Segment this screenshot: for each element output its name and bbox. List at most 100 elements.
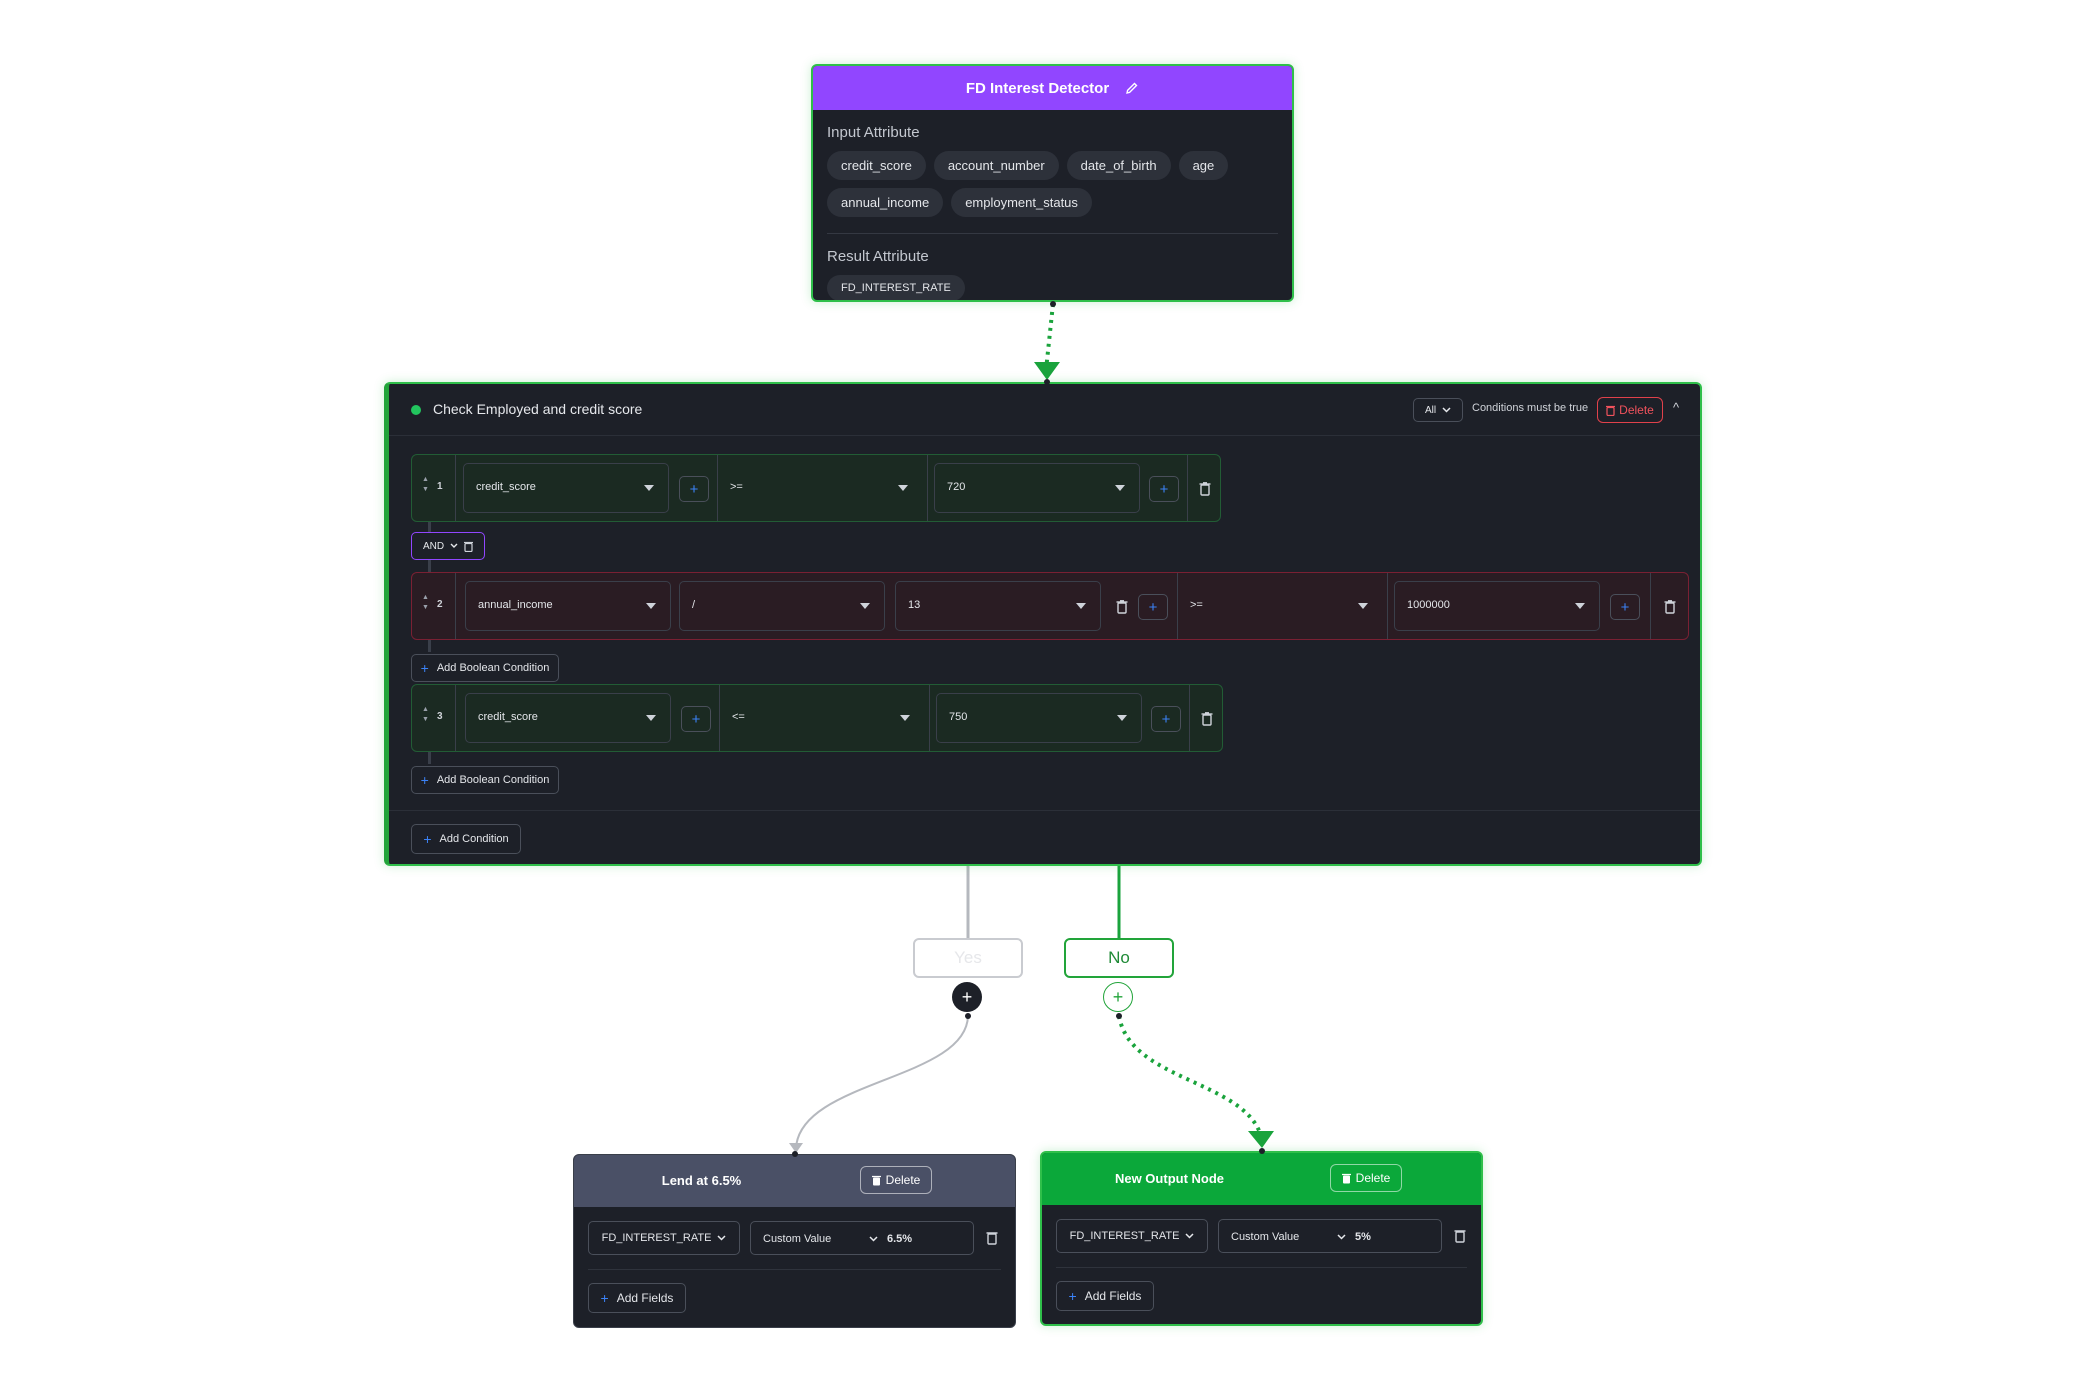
condition-row: ▲▼3 credit_score + <= 750 + (411, 684, 1223, 752)
result-attribute-label: Result Attribute (827, 248, 929, 265)
pencil-icon[interactable] (1125, 81, 1139, 95)
value-select[interactable]: 1000000 (1394, 581, 1600, 631)
caret-down-icon (860, 603, 870, 609)
field-select[interactable]: credit_score (465, 693, 671, 743)
caret-down-icon (1117, 715, 1127, 721)
output-handle[interactable] (965, 1013, 971, 1019)
custom-value[interactable]: 6.5% (887, 1233, 913, 1245)
edge-yes-to-output (795, 1014, 969, 1149)
add-math-button[interactable]: + (1149, 476, 1179, 502)
add-math-button[interactable]: + (1151, 706, 1181, 732)
delete-label: Delete (1619, 403, 1654, 417)
add-node-no-button[interactable]: + (1103, 982, 1133, 1012)
add-boolean-condition-button[interactable]: + Add Boolean Condition (411, 766, 559, 794)
value-type[interactable]: Custom Value (1231, 1231, 1300, 1243)
output-title: New Output Node (1114, 1171, 1225, 1186)
reorder-icon[interactable]: ▲▼ (422, 594, 429, 611)
input-chip: age (1178, 151, 1229, 180)
chevron-up-icon[interactable]: ^ (1673, 400, 1680, 415)
input-chip: credit_score (827, 151, 926, 180)
chevron-down-icon (450, 543, 458, 548)
edge-no-arrow (1248, 1131, 1274, 1148)
input-chip-list: credit_score account_number date_of_birt… (827, 151, 1278, 217)
add-fields-button[interactable]: + Add Fields (1056, 1281, 1154, 1311)
condition-node[interactable]: Check Employed and credit score All Cond… (384, 382, 1702, 866)
add-math-button[interactable]: + (679, 476, 709, 502)
segment-divider (1650, 573, 1651, 639)
trash-icon[interactable] (1116, 600, 1128, 614)
caret-down-icon (646, 603, 656, 609)
plus-icon: + (1068, 1288, 1077, 1304)
add-math-button[interactable]: + (1138, 594, 1168, 620)
output-value-field[interactable]: Custom Value 5% (1218, 1219, 1442, 1253)
segment-divider (1187, 455, 1188, 521)
value-type[interactable]: Custom Value (763, 1233, 832, 1245)
condition-header: Check Employed and credit score All Cond… (389, 384, 1700, 436)
detector-node[interactable]: FD Interest Detector Input Attribute cre… (811, 64, 1294, 302)
input-handle[interactable] (792, 1151, 798, 1157)
field-select[interactable]: credit_score (463, 463, 669, 513)
delete-condition-button[interactable]: Delete (1597, 397, 1663, 423)
math-value-select[interactable]: 13 (895, 581, 1101, 631)
input-handle[interactable] (1259, 1148, 1265, 1154)
plus-icon: + (600, 1290, 609, 1306)
output-handle[interactable] (1116, 1013, 1122, 1019)
trash-icon[interactable] (1199, 482, 1211, 496)
reorder-icon[interactable]: ▲▼ (422, 706, 429, 723)
output-value-field[interactable]: Custom Value 6.5% (750, 1221, 974, 1255)
add-condition-button[interactable]: + Add Condition (411, 824, 521, 854)
operator-select[interactable]: <= (719, 693, 925, 743)
operator-select[interactable]: >= (717, 463, 923, 513)
match-select[interactable]: All (1413, 398, 1463, 422)
trash-icon[interactable] (1664, 600, 1676, 614)
no-branch-label[interactable]: No (1064, 938, 1174, 978)
delete-output-button[interactable]: Delete (1330, 1164, 1402, 1192)
custom-value[interactable]: 5% (1355, 1231, 1371, 1243)
row-index: ▲▼2 (412, 573, 456, 639)
operator-select[interactable]: >= (1177, 581, 1383, 631)
trash-icon (871, 1175, 881, 1185)
match-text: Conditions must be true (1472, 402, 1589, 414)
condition-row: ▲▼1 credit_score + >= 720 + (411, 454, 1221, 522)
output-field-select[interactable]: FD_INTEREST_RATE (588, 1221, 740, 1255)
output-handle[interactable] (1050, 301, 1056, 307)
yes-branch-label[interactable]: Yes (913, 938, 1023, 978)
segment-divider (929, 685, 930, 751)
trash-icon[interactable] (1454, 1229, 1466, 1243)
add-fields-button[interactable]: + Add Fields (588, 1283, 686, 1313)
value-select[interactable]: 750 (936, 693, 1142, 743)
output-node[interactable]: Lend at 6.5% Delete FD_INTEREST_RATE Cus… (573, 1154, 1016, 1328)
segment-divider (1387, 573, 1388, 639)
segment-divider (719, 685, 720, 751)
add-node-yes-button[interactable]: + (952, 982, 982, 1012)
status-dot (411, 405, 421, 415)
add-boolean-condition-button[interactable]: + Add Boolean Condition (411, 654, 559, 682)
edge-no-to-output (1117, 1015, 1262, 1134)
caret-down-icon (1115, 485, 1125, 491)
logic-connector-value: AND (422, 540, 445, 552)
reorder-icon[interactable]: ▲▼ (422, 476, 429, 493)
chevron-down-icon (1185, 1233, 1194, 1239)
trash-icon (1341, 1173, 1351, 1183)
add-condition-label: Add Condition (439, 833, 509, 845)
logic-connector-select[interactable]: AND (411, 532, 485, 560)
trash-icon[interactable] (1201, 712, 1213, 726)
field-select[interactable]: annual_income (465, 581, 671, 631)
value-select[interactable]: 720 (934, 463, 1140, 513)
add-math-button[interactable]: + (681, 706, 711, 732)
add-fields-label: Add Fields (1084, 1289, 1142, 1303)
trash-icon[interactable] (986, 1231, 998, 1245)
chevron-down-icon (717, 1235, 726, 1241)
delete-label: Delete (1355, 1171, 1391, 1185)
input-handle[interactable] (1044, 379, 1050, 385)
plus-icon: + (420, 772, 429, 788)
math-operator-select[interactable]: / (679, 581, 885, 631)
output-node[interactable]: New Output Node Delete FD_INTEREST_RATE … (1040, 1151, 1483, 1326)
plus-icon: + (423, 831, 432, 847)
segment-divider (717, 455, 718, 521)
delete-output-button[interactable]: Delete (860, 1166, 932, 1194)
trash-icon[interactable] (464, 541, 474, 552)
chevron-down-icon (869, 1236, 878, 1242)
add-math-button[interactable]: + (1610, 594, 1640, 620)
output-field-select[interactable]: FD_INTEREST_RATE (1056, 1219, 1208, 1253)
